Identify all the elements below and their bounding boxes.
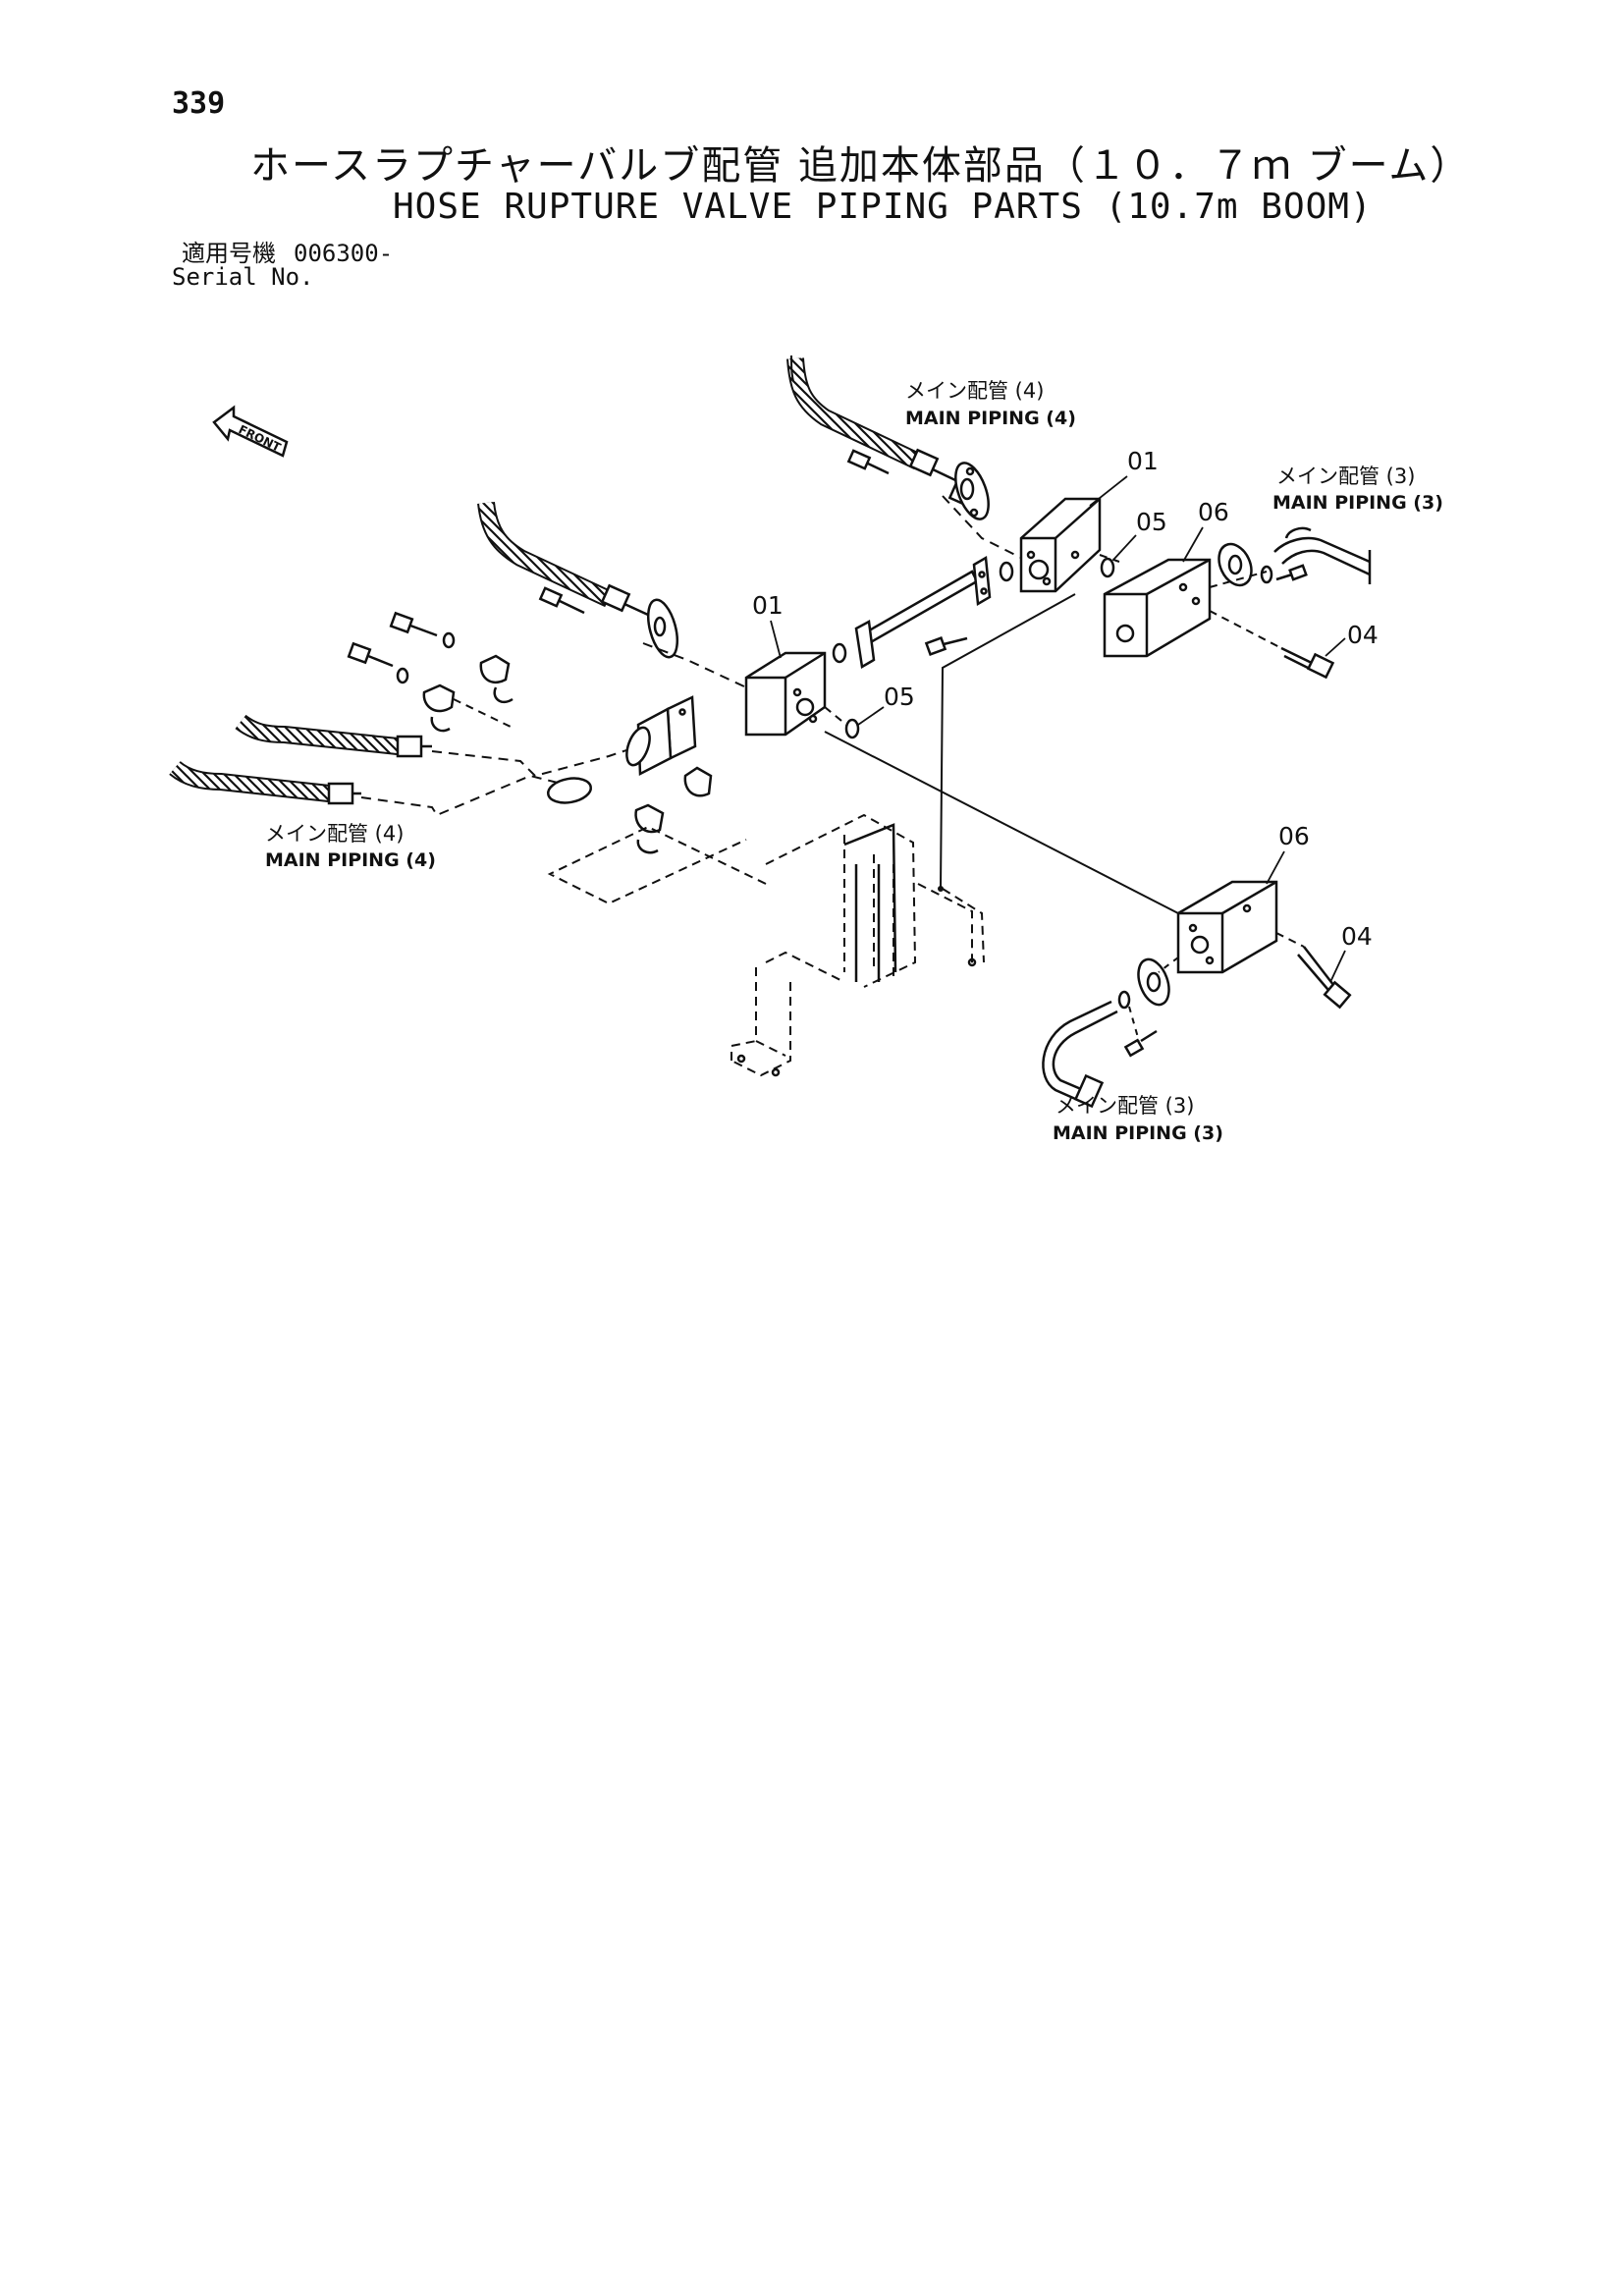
callout-bolt-lower: 04: [1341, 922, 1373, 951]
oring-top-left: [999, 561, 1014, 582]
label-left-main-piping-4-jp: メイン配管 (4): [265, 822, 404, 846]
callout-valve-lower: 01: [752, 591, 784, 620]
callout-block-upper: 06: [1198, 498, 1229, 526]
page-number: 339: [172, 86, 226, 121]
label-bottom-main-piping-3-jp: メイン配管 (3): [1055, 1094, 1194, 1118]
callout-oring-upper: 05: [1136, 508, 1167, 536]
serial-label-japanese: 適用号機: [182, 240, 276, 267]
bolt-lower-04: [1275, 932, 1352, 1010]
front-arrow-icon: FRONT: [212, 405, 289, 458]
flange-mid: [646, 598, 679, 659]
dash-top-flange: [942, 495, 1022, 559]
connection-line-lower: [824, 731, 1179, 914]
pipe-right-main-piping-3: [1273, 526, 1372, 584]
hose-left-upper: [235, 714, 432, 758]
bolt-lower-flange: [1123, 1029, 1158, 1058]
label-right-main-piping-3-jp: メイン配管 (3): [1276, 465, 1415, 488]
block-lower: [1176, 880, 1278, 974]
label-top-main-piping-4-en: MAIN PIPING (4): [905, 408, 1076, 429]
bracket-frame: [547, 813, 985, 1077]
page-title-english: HOSE RUPTURE VALVE PIPING PARTS (10.7m B…: [393, 187, 1373, 227]
bolt-upper-04: [1209, 610, 1335, 680]
bolt-left-1: [389, 611, 456, 649]
clamp-upper: [479, 654, 514, 704]
bolt-center: [924, 636, 968, 656]
hose-mid: [477, 501, 649, 617]
serial-line-japanese: 適用号機 006300-: [182, 234, 393, 268]
flange-top: [954, 462, 990, 520]
callout-block-lower: 06: [1278, 822, 1310, 850]
valve-upper: [1019, 497, 1102, 593]
connection-line-vertical: [940, 593, 1076, 890]
flange-lower: [1117, 957, 1170, 1010]
bolt-left-2: [347, 641, 409, 684]
label-top-main-piping-4-jp: メイン配管 (4): [905, 379, 1044, 403]
hose-left-lower: [169, 760, 361, 805]
oring-upper-05: [1100, 557, 1115, 578]
front-marker-text: FRONT: [237, 422, 284, 455]
oring-center: [832, 642, 847, 664]
bolt-top-flange: [846, 449, 890, 475]
serial-value: 006300-: [294, 240, 394, 267]
clamp-center: [683, 766, 713, 797]
serial-label-english: Serial No.: [172, 263, 314, 291]
callout-oring-lower: 05: [884, 683, 915, 711]
oring-lower-05: [844, 718, 860, 739]
bolt-right-upper: [1275, 564, 1308, 581]
callout-bolt-upper: 04: [1347, 621, 1379, 649]
clamp-lower: [422, 683, 456, 733]
page-title-japanese: ホースラプチャーバルブ配管 追加本体部品（１０．７ｍ ブーム）: [250, 143, 1472, 189]
pipe-bottom-main-piping-3: [1042, 1000, 1118, 1109]
callout-valve-upper: 01: [1127, 447, 1159, 475]
label-left-main-piping-4-en: MAIN PIPING (4): [265, 849, 436, 871]
clamp-lower-center: [634, 803, 665, 854]
flange-right-upper: [1217, 542, 1273, 587]
bracket-frame-solid: [736, 823, 977, 1077]
flange-center-left: [546, 695, 697, 804]
block-upper: [1103, 558, 1212, 658]
label-bottom-main-piping-3-en: MAIN PIPING (3): [1053, 1122, 1223, 1144]
valve-lower: [744, 651, 827, 737]
label-right-main-piping-3-en: MAIN PIPING (3): [1272, 492, 1443, 514]
pipe-center: [854, 555, 992, 670]
bolt-mid: [538, 586, 585, 615]
